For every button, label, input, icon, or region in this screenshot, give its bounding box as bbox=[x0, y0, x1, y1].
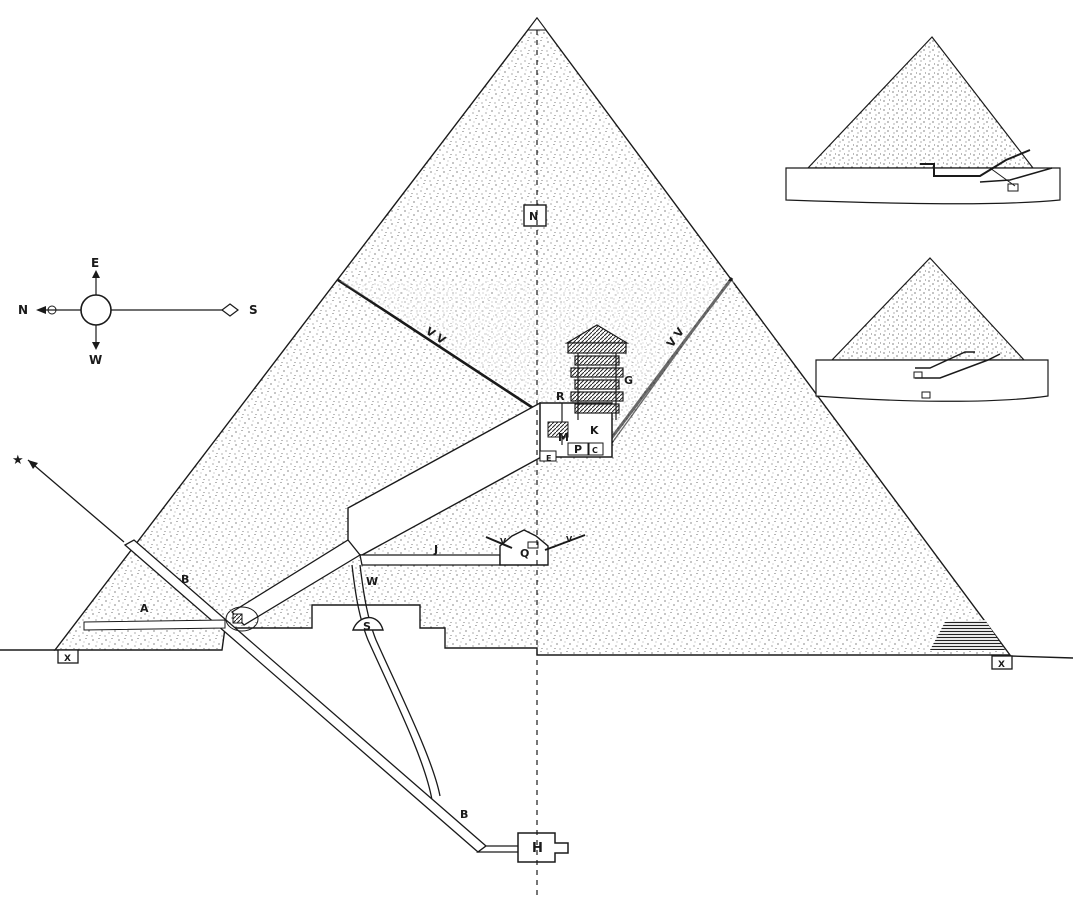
label-x-right: X bbox=[998, 660, 1005, 670]
label-k: K bbox=[590, 424, 599, 437]
compass bbox=[36, 270, 239, 350]
label-s: S bbox=[363, 620, 371, 633]
compass-label-east: E bbox=[91, 256, 99, 270]
relieving-chambers bbox=[564, 324, 630, 420]
grotto bbox=[352, 616, 384, 631]
label-g: G bbox=[624, 374, 633, 387]
label-v-right: V bbox=[566, 535, 573, 544]
horizontal-passage-j bbox=[359, 554, 501, 566]
label-j: J bbox=[433, 543, 438, 556]
label-q: Q bbox=[520, 547, 529, 560]
chamber-n-box bbox=[523, 204, 547, 227]
compass-label-north: N bbox=[18, 303, 28, 317]
label-h: H bbox=[532, 841, 543, 856]
queens-chamber bbox=[485, 529, 586, 566]
compass-label-west: W bbox=[89, 353, 102, 367]
label-b-lower: B bbox=[460, 808, 468, 821]
label-m: M bbox=[558, 431, 569, 444]
inset-pyramid-1 bbox=[785, 36, 1061, 205]
tunnel-a bbox=[83, 619, 226, 631]
inset-pyramid-2 bbox=[815, 257, 1049, 402]
label-r: R bbox=[556, 390, 565, 403]
polar-star-icon: ★ bbox=[12, 453, 24, 468]
entrance-junction bbox=[225, 606, 259, 632]
label-b-upper: B bbox=[181, 573, 189, 586]
ground-line-right bbox=[1009, 655, 1073, 659]
label-w: W bbox=[366, 575, 378, 588]
corner-socket-left bbox=[57, 649, 79, 664]
descending-passage bbox=[123, 539, 521, 853]
subterranean-chamber bbox=[517, 832, 569, 863]
compass-label-south: S bbox=[249, 303, 258, 317]
corner-shading bbox=[930, 620, 1005, 650]
label-p: P bbox=[574, 443, 582, 456]
label-n: N bbox=[529, 210, 538, 223]
well-shaft bbox=[351, 564, 441, 801]
corner-socket-right bbox=[991, 655, 1013, 670]
label-c: C bbox=[592, 446, 598, 455]
label-a: A bbox=[140, 602, 149, 615]
star-direction-arrow bbox=[27, 459, 125, 543]
label-x-left: X bbox=[64, 654, 71, 664]
label-e: E bbox=[546, 454, 551, 463]
label-v-left: V bbox=[500, 537, 507, 546]
